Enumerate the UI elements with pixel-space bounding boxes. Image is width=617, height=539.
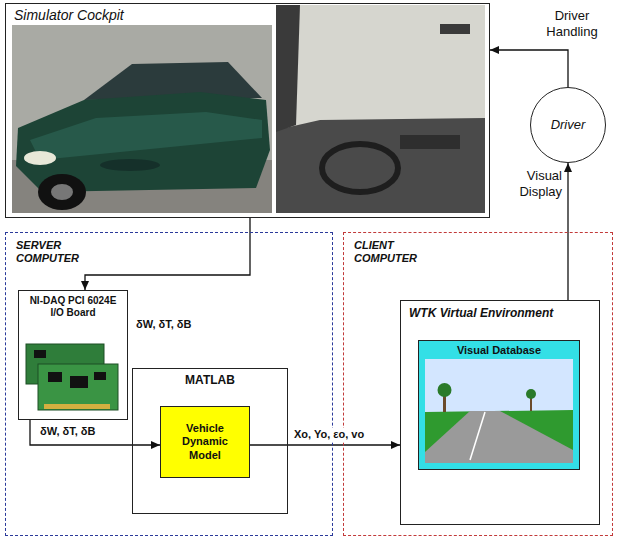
- arrow-head: [490, 46, 499, 54]
- steering-wheel: [322, 144, 398, 192]
- arrow-head: [391, 441, 400, 449]
- connector-line: [250, 444, 400, 445]
- signal-label: Driver Handling: [530, 8, 614, 39]
- car-rim: [51, 184, 73, 200]
- cockpit-box: Simulator Cockpit: [5, 3, 490, 218]
- driver-circle: Driver: [530, 87, 606, 163]
- car-headlight: [24, 151, 56, 165]
- chip: [94, 372, 106, 380]
- connector-line: [30, 420, 160, 445]
- garage-wall: [12, 25, 272, 213]
- daq-board-box: NI-DAQ PCI 6024E I/O Board: [18, 290, 128, 420]
- signal-label: Visual Display: [494, 168, 564, 199]
- edge-connector: [44, 404, 110, 409]
- database-panel: [419, 341, 579, 469]
- signal-connector: [490, 46, 568, 87]
- chip: [48, 372, 62, 382]
- a-pillar: [276, 5, 300, 132]
- circuit-board: [38, 364, 118, 410]
- node-label: WTK Virtual Environment: [409, 306, 591, 320]
- sky: [425, 359, 573, 463]
- wtk-box: WTK Virtual EnvironmentVisual Database: [400, 300, 600, 525]
- node-label: Driver: [551, 117, 586, 133]
- connector-line: [490, 50, 568, 87]
- projection-screen: [276, 5, 485, 213]
- tree-crown: [438, 383, 452, 397]
- database-box: Visual Database: [418, 340, 580, 470]
- matlab-box: MATLAB Vehicle Dynamic Model: [132, 368, 288, 514]
- chip: [70, 376, 88, 388]
- tree-crown: [526, 389, 536, 399]
- node-label: NI-DAQ PCI 6024E I/O Board: [23, 295, 123, 319]
- node-label: Simulator Cockpit: [14, 7, 481, 24]
- node-label: MATLAB: [137, 373, 283, 387]
- instrument-panel: [400, 135, 460, 149]
- signal-connector: [250, 441, 400, 449]
- arrow-head: [564, 163, 572, 172]
- arrow-head: [81, 281, 89, 290]
- lane-mark: [470, 412, 485, 460]
- grass: [425, 410, 573, 463]
- signal-label: Xo, Yo, εo, vo: [292, 428, 366, 441]
- node-label: Vehicle Dynamic Model: [165, 422, 245, 462]
- rear-mirror: [440, 24, 470, 34]
- signal-connector: [30, 420, 160, 449]
- car-wheel: [38, 174, 86, 210]
- road: [425, 411, 573, 463]
- node-label: CLIENT COMPUTER: [354, 239, 434, 265]
- car-hood: [30, 112, 262, 160]
- dashboard: [276, 118, 485, 213]
- node-label: SERVER COMPUTER: [16, 239, 96, 265]
- signal-connector: [81, 218, 250, 290]
- signal-label: δW, δT, δB: [134, 318, 193, 331]
- chip: [34, 350, 46, 358]
- car-grille: [100, 159, 160, 171]
- model-box: Vehicle Dynamic Model: [160, 406, 250, 478]
- signal-label: δW, δT, δB: [38, 425, 97, 438]
- arrow-head: [151, 441, 160, 449]
- server-region: SERVER COMPUTER NI-DAQ PCI 6024E I/O Boar…: [5, 232, 333, 536]
- client-region: CLIENT COMPUTER WTK Virtual EnvironmentVi…: [343, 232, 613, 536]
- node-label: Visual Database: [422, 344, 576, 357]
- connector-line: [85, 218, 250, 290]
